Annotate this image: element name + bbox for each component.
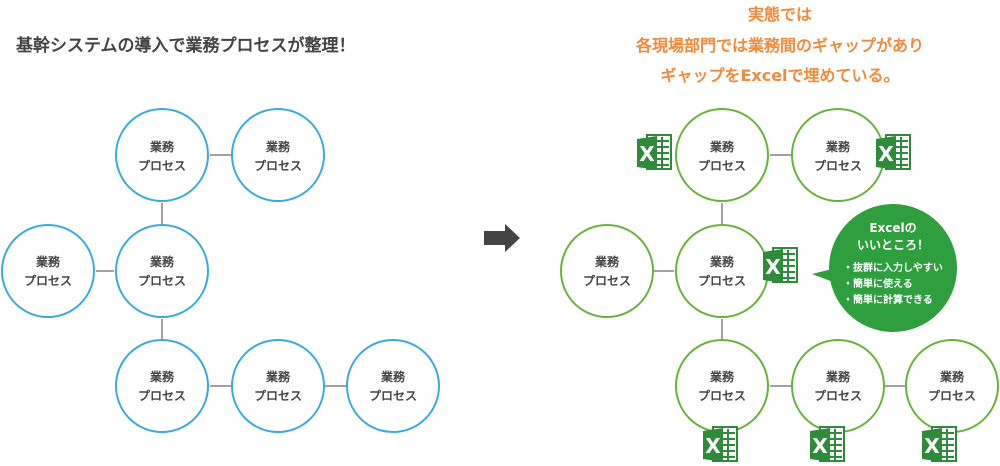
node-label: 業務 — [825, 369, 851, 384]
excel-icon — [875, 134, 911, 171]
node-circle — [675, 224, 769, 318]
right-heading-line: 実態では — [748, 5, 812, 24]
node-label: 業務 — [709, 369, 735, 384]
node-label: プロセス — [698, 158, 746, 173]
excel-icon — [809, 426, 845, 463]
node-label: プロセス — [698, 388, 746, 403]
node-label: プロセス — [254, 158, 302, 173]
left-node: 業務 プロセス — [346, 339, 440, 433]
node-label: 業務 — [265, 139, 291, 154]
bubble-item: ・簡単に計算できる — [843, 293, 933, 306]
bubble-title: Excelの — [869, 221, 916, 235]
node-circle — [791, 108, 885, 202]
node-label: プロセス — [583, 273, 631, 288]
left-node: 業務 プロセス — [115, 108, 209, 202]
right-heading-line: 各現場部門では業務間のギャップがあり — [635, 36, 924, 55]
left-heading: 基幹システムの導入で業務プロセスが整理！ — [15, 35, 356, 56]
node-label: 業務 — [35, 254, 61, 269]
node-label: 業務 — [149, 139, 175, 154]
arrow-right-icon — [484, 224, 520, 252]
node-circle — [115, 108, 209, 202]
node-circle — [675, 108, 769, 202]
left-node: 業務 プロセス — [115, 339, 209, 433]
excel-icon — [921, 426, 957, 463]
node-label: プロセス — [698, 273, 746, 288]
right-node: 業務 プロセス — [791, 108, 885, 202]
node-label: プロセス — [24, 273, 72, 288]
left-node: 業務 プロセス — [115, 224, 209, 318]
node-label: 業務 — [709, 254, 735, 269]
node-label: プロセス — [138, 273, 186, 288]
excel-benefits-bubble: Excelの いいところ！ ・抜群に入力しやすい ・簡単に使える ・簡単に計算で… — [812, 204, 957, 332]
node-label: プロセス — [254, 388, 302, 403]
node-circle — [115, 339, 209, 433]
node-label: 業務 — [939, 369, 965, 384]
excel-icon — [636, 134, 672, 171]
node-label: プロセス — [138, 158, 186, 173]
bubble-item: ・簡単に使える — [843, 277, 913, 290]
node-label: プロセス — [138, 388, 186, 403]
node-circle — [346, 339, 440, 433]
node-label: 業務 — [380, 369, 406, 384]
node-label: 業務 — [709, 139, 735, 154]
right-node: 業務 プロセス — [905, 339, 999, 433]
node-label: 業務 — [149, 254, 175, 269]
node-label: 業務 — [149, 369, 175, 384]
right-node: 業務 プロセス — [675, 224, 769, 318]
left-node: 業務 プロセス — [1, 224, 95, 318]
node-circle — [231, 108, 325, 202]
excel-icon — [762, 247, 798, 284]
node-label: プロセス — [928, 388, 976, 403]
right-heading: 実態では 各現場部門では業務間のギャップがあり ギャップをExcelで埋めている… — [635, 5, 924, 85]
node-label: プロセス — [814, 388, 862, 403]
left-connectors — [96, 154, 347, 387]
right-heading-line: ギャップをExcelで埋めている。 — [660, 66, 899, 85]
node-circle — [905, 339, 999, 433]
left-node: 業務 プロセス — [231, 108, 325, 202]
right-node: 業務 プロセス — [560, 224, 654, 318]
bubble-item: ・抜群に入力しやすい — [843, 261, 943, 274]
node-circle — [675, 339, 769, 433]
node-circle — [231, 339, 325, 433]
node-label: プロセス — [369, 388, 417, 403]
node-circle — [560, 224, 654, 318]
excel-icon — [702, 426, 738, 463]
right-node: 業務 プロセス — [675, 108, 769, 202]
node-label: 業務 — [825, 139, 851, 154]
node-circle — [1, 224, 95, 318]
bubble-title: いいところ！ — [857, 238, 929, 252]
right-connectors — [654, 154, 907, 387]
node-circle — [115, 224, 209, 318]
right-node: 業務 プロセス — [675, 339, 769, 433]
node-label: プロセス — [814, 158, 862, 173]
node-circle — [791, 339, 885, 433]
right-node: 業務 プロセス — [791, 339, 885, 433]
left-node: 業務 プロセス — [231, 339, 325, 433]
bubble-circle — [829, 204, 957, 332]
node-label: 業務 — [265, 369, 291, 384]
node-label: 業務 — [594, 254, 620, 269]
